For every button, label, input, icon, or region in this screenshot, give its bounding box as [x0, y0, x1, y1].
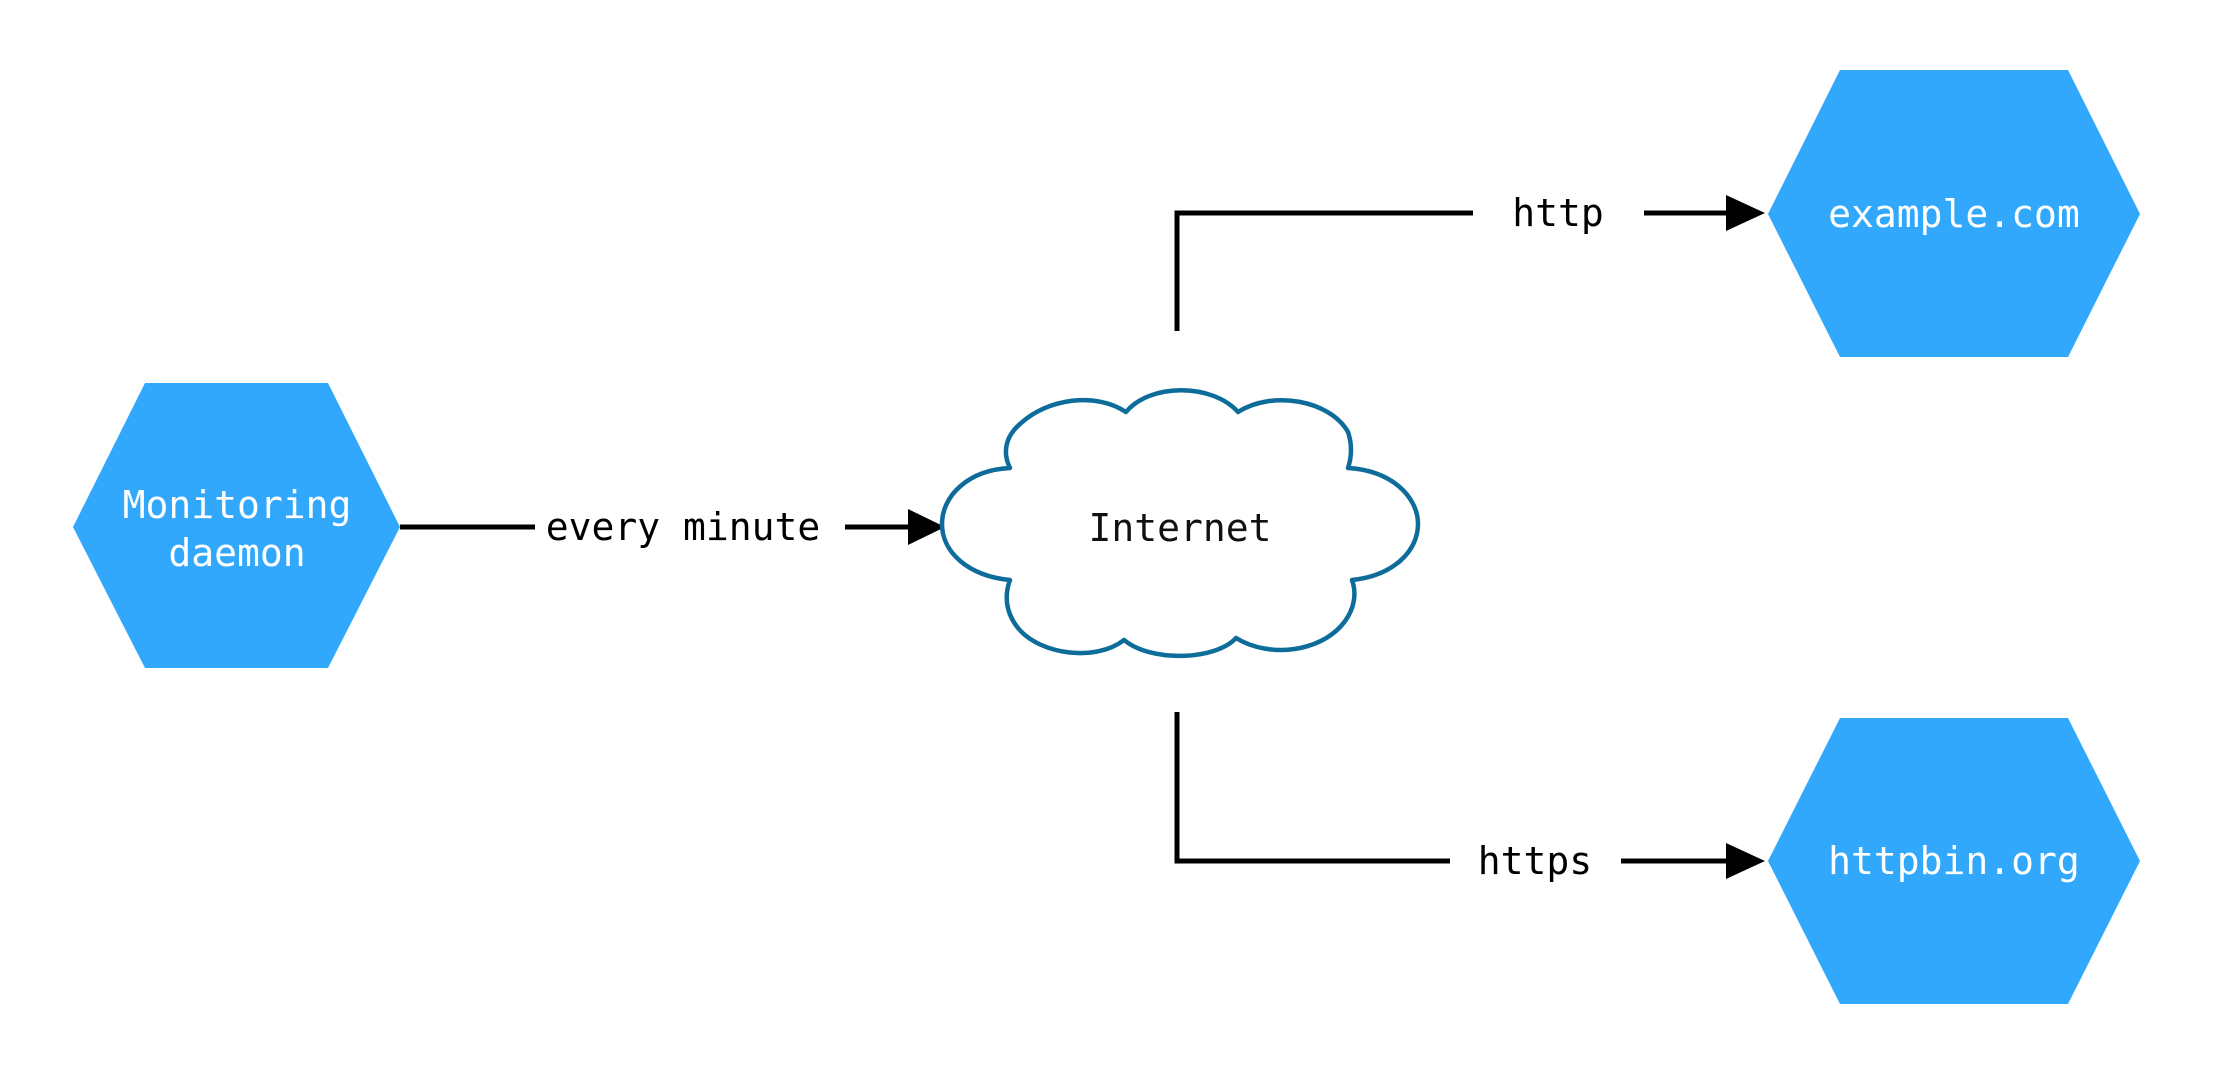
edge-line-segment [1174, 210, 1473, 331]
cloud-shape[interactable] [939, 388, 1421, 659]
node-httpbin-org[interactable]: httpbin.org [1768, 718, 2140, 1004]
node-label-line-2: daemon [168, 531, 305, 575]
edge-internet-to-example: http [1174, 191, 1765, 331]
node-label-example-com: example.com [1828, 192, 2080, 236]
edge-daemon-to-internet: every minute [400, 505, 945, 549]
edge-internet-to-httpbin: https [1174, 712, 1765, 883]
hexagon-shape[interactable] [1768, 718, 2140, 1004]
node-label-line-1: Monitoring [123, 483, 352, 527]
node-example-com[interactable]: example.com [1768, 70, 2140, 357]
hexagon-shape[interactable] [1768, 70, 2140, 357]
node-label-internet: Internet [1088, 506, 1271, 550]
edge-label-http: http [1512, 191, 1604, 235]
node-monitoring-daemon[interactable]: Monitoring daemon [73, 383, 400, 668]
node-internet-cloud[interactable]: Internet [939, 388, 1421, 659]
edge-label-https: https [1478, 839, 1592, 883]
arrowhead-icon [908, 509, 945, 545]
arrowhead-icon [1726, 195, 1765, 231]
node-label-httpbin-org: httpbin.org [1828, 839, 2080, 883]
hexagon-shape[interactable] [73, 383, 400, 668]
edge-label-every-minute: every minute [546, 505, 821, 549]
arrowhead-icon [1726, 843, 1765, 879]
edge-line-segment [1174, 712, 1450, 864]
